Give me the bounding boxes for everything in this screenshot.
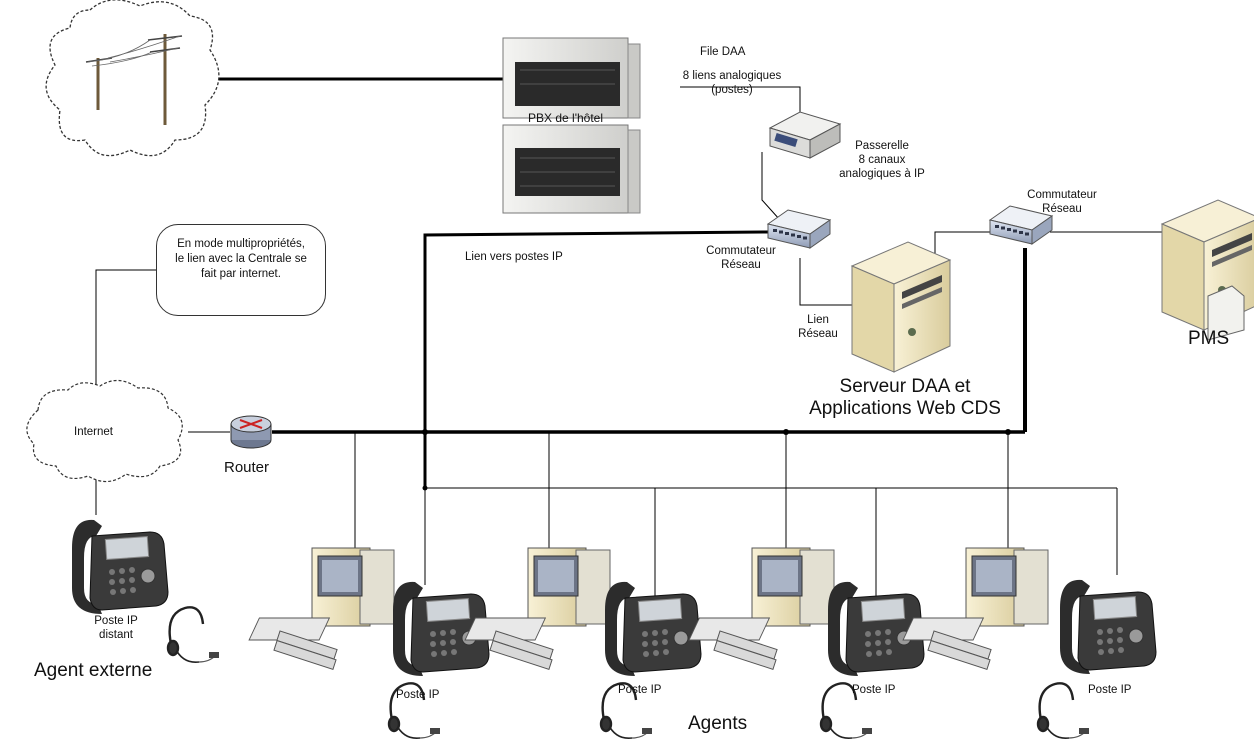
file-daa-label: File DAA [700, 46, 746, 58]
ip-phone-label-1: Poste IP [396, 689, 440, 701]
router-label: Router [224, 459, 270, 476]
agent-station-4 [902, 547, 1157, 740]
agent-station-3 [688, 547, 925, 740]
ip-phone-label-3: Poste IP [852, 684, 896, 696]
power-pole-icon [45, 0, 220, 157]
ip-phone-label-4: Poste IP [1088, 684, 1132, 696]
pbx-label: PBX de l'hôtel [528, 111, 604, 125]
pms-label: PMS [1188, 328, 1230, 349]
switch-right-label: Commutateur Réseau [1027, 189, 1097, 215]
router-icon [230, 415, 272, 449]
network-switch-icon [767, 209, 831, 249]
analog-links-label: 8 liens analogiques (postes) [682, 70, 782, 96]
gateway-icon [768, 111, 842, 159]
ip-phone-icon [1059, 579, 1157, 675]
ip-phones-link-label: Lien vers postes IP [465, 251, 563, 263]
agent-station-2 [464, 547, 702, 740]
cloud-icon [26, 379, 183, 483]
pbx-cabinet-icon [502, 37, 641, 214]
ip-phone-label-2: Poste IP [618, 684, 662, 696]
gateway-label: Passerelle 8 canaux analogiques à IP [839, 140, 925, 180]
connection-lines [95, 77, 1165, 640]
agent-station-1 [248, 547, 490, 740]
junctions [422, 429, 1011, 491]
desktop-computer-icon [688, 547, 835, 670]
server-icon [1161, 199, 1254, 341]
server-icon [851, 241, 951, 373]
headset-icon [166, 606, 221, 664]
internet-label: Internet [74, 426, 113, 438]
headset-icon [1036, 682, 1091, 740]
ip-phone-icon [71, 519, 169, 615]
ip-phone-icon [604, 581, 702, 677]
agents-label: Agents [688, 713, 748, 734]
desktop-computer-icon [902, 547, 1049, 670]
desktop-computer-icon [248, 547, 395, 670]
multi-property-note: En mode multipropriétés, le lien avec la… [156, 224, 326, 316]
switch-left-label: Commutateur Réseau [706, 245, 776, 271]
remote-phone-label: Poste IP distant [94, 615, 138, 641]
server-label: Serveur DAA et Applications Web CDS [809, 376, 1001, 419]
external-agent-label: Agent externe [34, 660, 153, 681]
network-link-label: Lien Réseau [798, 314, 838, 340]
